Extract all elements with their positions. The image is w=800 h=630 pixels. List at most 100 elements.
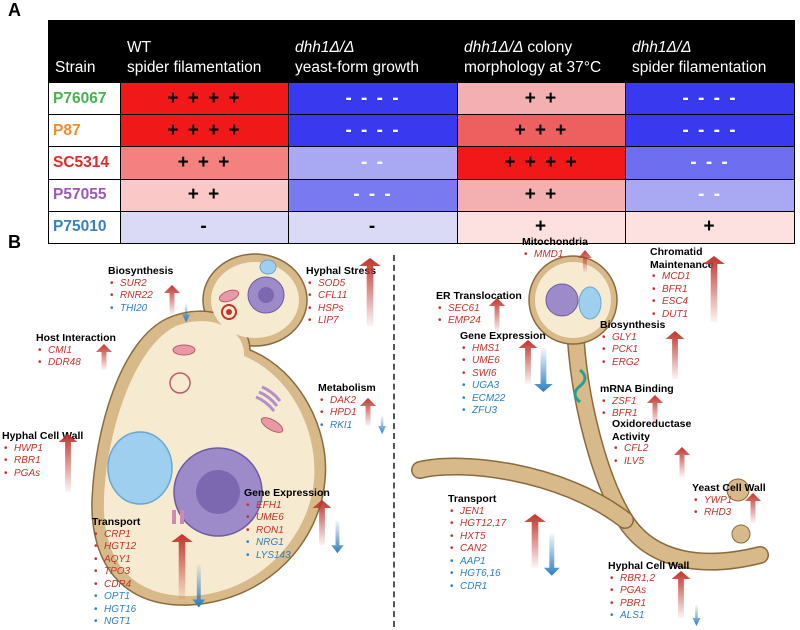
gene-list: JEN1HGT12,17HXT5CAN2AAP1HGT6,16CDR1 (448, 506, 506, 594)
group-title: Mitochondria (522, 236, 588, 248)
gene-item: BFR1 (600, 408, 674, 421)
group-hyphal-cell-wall-r: Hyphal Cell WallRBR1,2PGAsPBR1ALS1 (608, 560, 689, 623)
phenotype-cell: + + (457, 81, 626, 116)
gene-item: JEN1 (448, 506, 506, 519)
gene-item: ILV5 (612, 456, 691, 469)
gene-list: GLY1PCK1ERG2 (600, 332, 665, 370)
gene-list: SUR2RNR22THI20 (108, 278, 173, 316)
gene-item: ALS1 (608, 610, 689, 623)
upregulated-arrow (671, 571, 691, 618)
panel-divider (393, 255, 395, 627)
phenotype-cell: + (457, 210, 626, 245)
panel-b-label: B (8, 232, 21, 252)
group-title: Chromatid (650, 246, 703, 258)
gene-item: ZSF1 (600, 396, 674, 409)
gene-item: LYS143 (244, 550, 330, 563)
gene-item: SWI6 (460, 368, 546, 381)
gene-item: PBR1 (608, 598, 689, 611)
group-transport-l: TransportCRP1HGT12AQY1TPO3CDR4OPT1HGT16N… (92, 516, 140, 629)
group-title-line2: Maintenance (650, 258, 714, 271)
gene-item: CMI1 (36, 345, 116, 358)
downregulated-arrow (692, 605, 701, 626)
header-yeast-sub: yeast-form growth (295, 59, 420, 76)
phenotype-cell: + + (120, 178, 289, 212)
upregulated-arrow (312, 500, 332, 546)
gene-item: HWP1 (2, 443, 83, 456)
gene-item: CRP1 (92, 529, 140, 542)
gene-item: NRG1 (244, 537, 330, 550)
upregulated-arrow (58, 434, 78, 492)
gene-list: ZSF1BFR1 (600, 396, 674, 421)
gene-list: CRP1HGT12AQY1TPO3CDR4OPT1HGT16NGT1 (92, 529, 140, 629)
group-title: Hyphal Cell Wall (608, 560, 690, 572)
gene-item: PGAs (2, 468, 83, 481)
group-biosynthesis-l: BiosynthesisSUR2RNR22THI20 (108, 265, 173, 315)
header-strain-text: Strain (55, 59, 96, 76)
yeast-cell-left (91, 253, 327, 606)
group-title-line2: Activity (612, 430, 650, 443)
group-title: Transport (92, 516, 141, 528)
gene-item: NGT1 (92, 616, 140, 629)
downregulated-arrow (543, 533, 560, 576)
gene-list: RBR1,2PGAsPBR1ALS1 (608, 573, 689, 623)
group-transport-r: TransportJEN1HGT12,17HXT5CAN2AAP1HGT6,16… (448, 493, 506, 593)
upregulated-arrow (163, 285, 181, 315)
gene-list: MCD1BFR1ESC4DUT1 (650, 271, 714, 321)
upregulated-arrow (524, 514, 546, 568)
gene-list: SOD5CFL11HSPsLIP7 (306, 278, 376, 328)
gene-item: CDR4 (92, 579, 140, 592)
group-title: Transport (448, 493, 497, 505)
gene-item: THI20 (108, 303, 173, 316)
group-title: mRNA Binding (600, 383, 674, 395)
group-title: Gene Expression (460, 330, 546, 342)
gene-item: HMS1 (460, 343, 546, 356)
upregulated-arrow (744, 493, 762, 523)
gene-item: HPD1 (318, 407, 376, 420)
phenotype-cell: - (120, 210, 289, 245)
gene-item: RKI1 (318, 420, 376, 433)
hyphae-right (411, 255, 769, 571)
gene-item: RNR22 (108, 290, 173, 303)
gene-item: UME6 (244, 512, 330, 525)
downregulated-arrow (534, 348, 553, 392)
phenotype-cell: - - (625, 178, 795, 212)
table-row: P75010--++ (48, 210, 795, 245)
gene-list: DAK2HPD1RKI1 (318, 395, 376, 433)
upregulated-arrow (359, 258, 381, 326)
upregulated-arrow (171, 534, 193, 600)
phenotype-cell: + + + (457, 114, 626, 148)
phenotype-cell: - - - - (288, 114, 458, 148)
group-title: Yeast Cell Wall (692, 482, 766, 494)
phenotype-cell: - (288, 210, 458, 245)
gene-item: AAP1 (448, 556, 506, 569)
gene-item: EFH1 (244, 500, 330, 513)
gene-item: EMP24 (436, 315, 522, 328)
gene-item: DAK2 (318, 395, 376, 408)
group-title: ER Translocation (436, 290, 522, 302)
gene-list: HWP1RBR1PGAs (2, 443, 83, 481)
gene-item: AQY1 (92, 554, 140, 567)
gene-list: CMI1DDR48 (36, 345, 116, 370)
gene-item: ECM22 (460, 393, 546, 406)
gene-item: MMD1 (522, 249, 588, 262)
gene-item: HGT6,16 (448, 568, 506, 581)
gene-list: SEC61EMP24 (436, 303, 522, 328)
group-metabolism: MetabolismDAK2HPD1RKI1 (318, 382, 376, 432)
panel-a-label: A (8, 0, 21, 20)
gene-item: UGA3 (460, 380, 546, 393)
upregulated-arrow (359, 398, 377, 426)
group-title: Host Interaction (36, 332, 116, 344)
phenotype-cell: + (625, 210, 795, 245)
gene-list: HMS1UME6SWI6UGA3ECM22ZFU3 (460, 343, 546, 418)
group-title: Metabolism (318, 382, 376, 394)
strain-name: P57055 (48, 178, 121, 212)
table-row: P87+ + + +- - - -+ + +- - - - (48, 114, 795, 148)
gene-list: YWP1RHD3 (692, 495, 766, 520)
phenotype-cell: - - - - (625, 114, 795, 148)
group-title: Gene Expression (244, 487, 330, 499)
phenotype-cell: + + + (120, 146, 289, 180)
gene-item: YWP1 (692, 495, 766, 508)
